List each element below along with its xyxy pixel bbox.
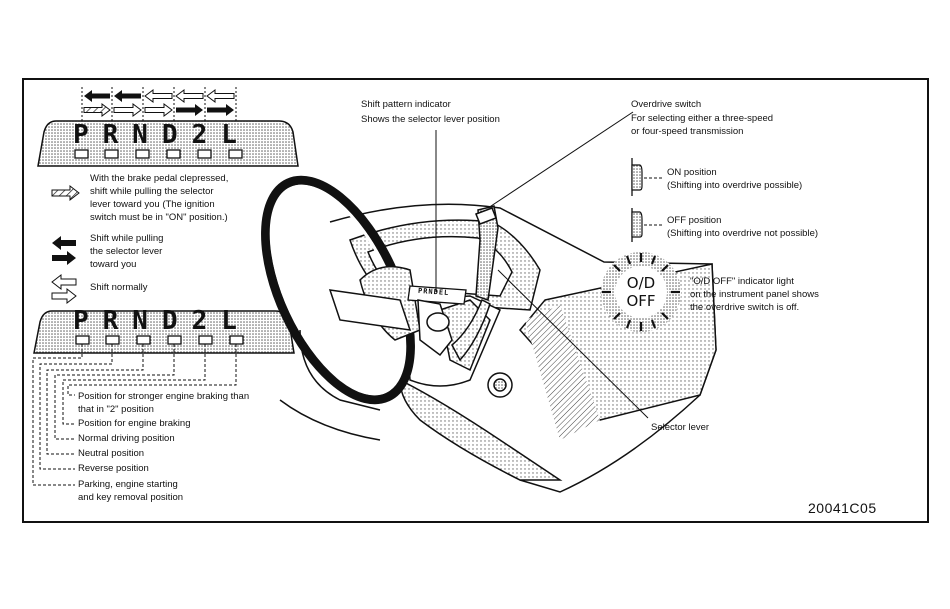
legend-normal-text: Shift normally — [90, 282, 148, 293]
position-l-text: Position for stronger engine braking tha… — [78, 391, 250, 415]
position-n-text: Neutral position — [78, 448, 145, 459]
shift-arrow-row-1 — [84, 89, 235, 103]
light-off-text: OFF — [626, 292, 656, 310]
selector-lever-label: Selector lever — [651, 422, 710, 433]
callout-leaders — [435, 111, 649, 419]
legend-icons — [51, 184, 80, 305]
legend-brake-text: With the brake pedal clepressed, shift w… — [90, 173, 229, 223]
position-p-text: Parking, engine starting and key removal… — [78, 479, 184, 503]
position-2-text: Position for engine braking — [78, 418, 191, 429]
upper-shift-diagram — [37, 87, 299, 167]
light-od-text: O/D — [626, 274, 656, 292]
legend-pull-text: Shift while pulling the selector lever t… — [90, 233, 164, 270]
brake-arrow-icon — [51, 184, 80, 202]
shift-pattern-indicator-box — [407, 285, 467, 305]
pull-left-arrow-icon — [52, 236, 76, 250]
od-switch-on-icon — [631, 158, 662, 196]
indicator-light-text: "O/D OFF" indicator light on the instrum… — [690, 276, 819, 313]
on-position-text: ON position (Shifting into overdrive pos… — [667, 167, 803, 191]
od-switch-title: Overdrive switch — [631, 99, 702, 110]
position-d-text: Normal driving position — [78, 433, 175, 444]
figure-code: 20041C05 — [808, 500, 877, 516]
od-switch-off-icon — [631, 208, 662, 242]
od-off-indicator-light — [601, 252, 681, 332]
shift-pattern-bottom-label: PRND2L — [73, 306, 251, 336]
od-switch-desc: For selecting either a three-speed or fo… — [631, 113, 774, 137]
shift-arrow-row-2 — [83, 103, 234, 117]
pull-right-arrow-icon — [52, 251, 76, 265]
normal-left-arrow-icon — [51, 273, 77, 291]
indicator-desc: Shows the selector lever position — [361, 114, 500, 125]
normal-right-arrow-icon — [51, 287, 77, 305]
position-r-text: Reverse position — [78, 463, 149, 474]
dashboard-illustration — [261, 175, 717, 493]
selector-lever-shape — [475, 205, 499, 301]
indicator-title: Shift pattern indicator — [361, 99, 451, 110]
diagram-frame — [22, 78, 929, 523]
off-position-text: OFF position (Shifting into overdrive no… — [667, 215, 819, 239]
shift-pattern-top-label: PRND2L — [73, 120, 251, 150]
